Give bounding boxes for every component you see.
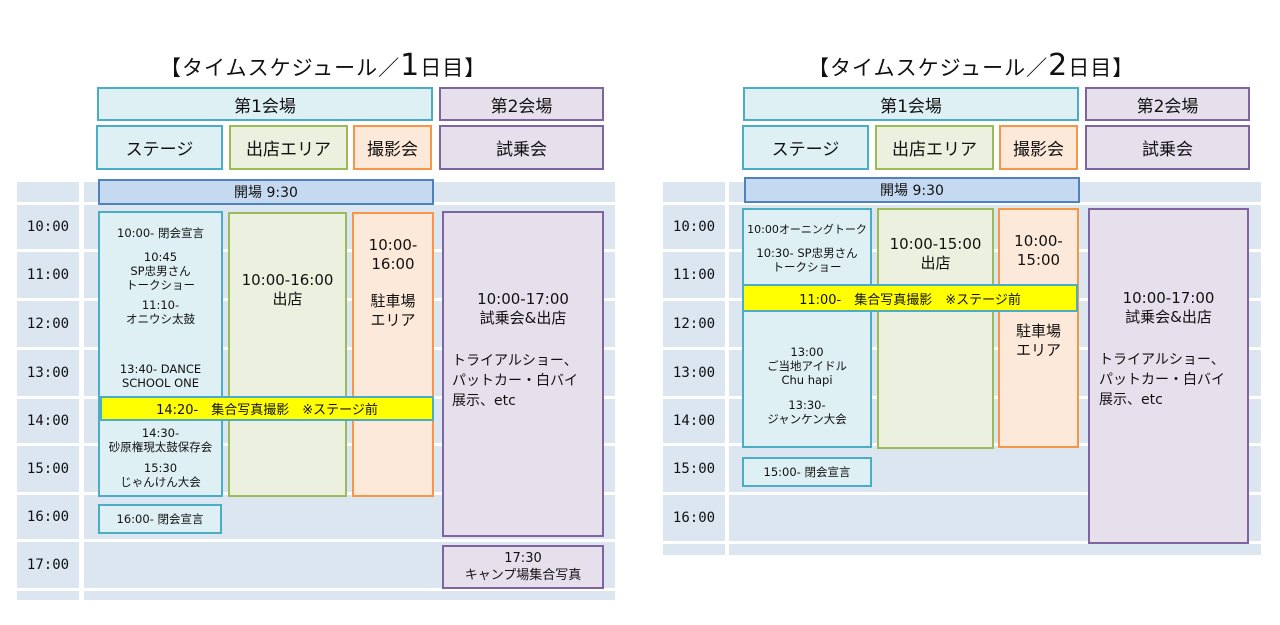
time-label: 14:00 <box>26 413 70 429</box>
day1-shop-block: 10:00-16:00 出店 <box>228 212 347 497</box>
time-label: 10:00 <box>672 219 716 235</box>
stage-event: 10:00オーニングトーク <box>747 223 867 236</box>
day2-photo-area: 駐車場 エリア <box>1015 322 1061 359</box>
time-label: 16:00 <box>672 510 716 526</box>
day1-stage-close: 16:00- 閉会宣言 <box>98 504 222 534</box>
day2-opening-bar: 開場 9:30 <box>744 177 1080 203</box>
stage-event: 10:45 SP忠男さん トークショー <box>126 250 195 292</box>
time-label: 11:00 <box>672 267 716 283</box>
day1-venue2-header: 第2会場 <box>439 87 604 121</box>
day1-test-header: 試乗会 <box>439 125 604 170</box>
day2-test-note: トライアルショー、 パットカー・白バイ 展示、etc <box>1099 352 1225 408</box>
day2-venue2-header: 第2会場 <box>1085 87 1250 121</box>
stage-event: 15:30 じゃんけん大会 <box>120 461 201 489</box>
day2-group-photo-bar: 11:00- 集合写真撮影 ※ステージ前 <box>742 284 1078 312</box>
time-label: 10:00 <box>26 219 70 235</box>
stage-event: 10:30- SP忠男さん トークショー <box>756 246 858 274</box>
time-label: 13:00 <box>26 365 70 381</box>
day2-test-block <box>1088 208 1249 544</box>
time-label: 16:00 <box>26 509 70 525</box>
day1-photo-header: 撮影会 <box>353 125 432 170</box>
day1-stage-block <box>98 211 223 497</box>
day1-test-note: トライアルショー、 パットカー・白バイ 展示、etc <box>452 353 578 409</box>
time-label: 15:00 <box>672 461 716 477</box>
time-label: 15:00 <box>26 461 70 477</box>
day2-photo-header: 撮影会 <box>999 125 1078 170</box>
day1-opening-bar: 開場 9:30 <box>98 179 434 205</box>
time-label: 12:00 <box>26 316 70 332</box>
day1-shop-header: 出店エリア <box>229 125 348 170</box>
day1-group-photo-bar: 14:20- 集合写真撮影 ※ステージ前 <box>100 396 434 421</box>
day1-stage-header: ステージ <box>96 125 223 170</box>
time-label: 14:00 <box>672 413 716 429</box>
stage-event: 10:00- 閉会宣言 <box>117 226 204 240</box>
day2-test-header: 試乗会 <box>1085 125 1250 170</box>
day1-photo-block <box>352 212 434 497</box>
day1-venue1-header: 第1会場 <box>97 87 433 121</box>
day2-shop-block: 10:00-15:00 出店 <box>877 208 994 449</box>
time-label: 13:00 <box>672 365 716 381</box>
stage-event: 13:40- DANCE SCHOOL ONE <box>119 362 202 390</box>
day1-test-block <box>442 211 604 537</box>
day1-camp-photo: 17:30 キャンプ場集合写真 <box>442 545 604 589</box>
time-label: 17:00 <box>26 557 70 573</box>
day1-test-time: 10:00-17:00 試乗会&出店 <box>477 290 569 327</box>
day2-test-time: 10:00-17:00 試乗会&出店 <box>1122 289 1215 326</box>
day2-stage-close: 15:00- 閉会宣言 <box>742 457 872 487</box>
stage-event: 13:00 ご当地アイドル Chu hapi <box>767 345 847 387</box>
day2-photo-block <box>998 208 1079 448</box>
time-label: 11:00 <box>26 267 70 283</box>
time-label: 12:00 <box>672 316 716 332</box>
day2-shop-header: 出店エリア <box>875 125 994 170</box>
stage-event: 14:30- 砂原権現太鼓保存会 <box>108 426 213 454</box>
day2-stage-header: ステージ <box>742 125 869 170</box>
day2-stage-block <box>742 208 872 448</box>
stage-event: 11:10- オニウシ太鼓 <box>126 298 195 326</box>
stage-event: 13:30- ジャンケン大会 <box>767 398 847 426</box>
day1-photo-time: 10:00- 16:00 <box>368 236 418 273</box>
day1-photo-area: 駐車場 エリア <box>370 292 416 329</box>
day2-venue1-header: 第1会場 <box>743 87 1079 121</box>
day2-photo-time: 10:00- 15:00 <box>1014 232 1063 269</box>
